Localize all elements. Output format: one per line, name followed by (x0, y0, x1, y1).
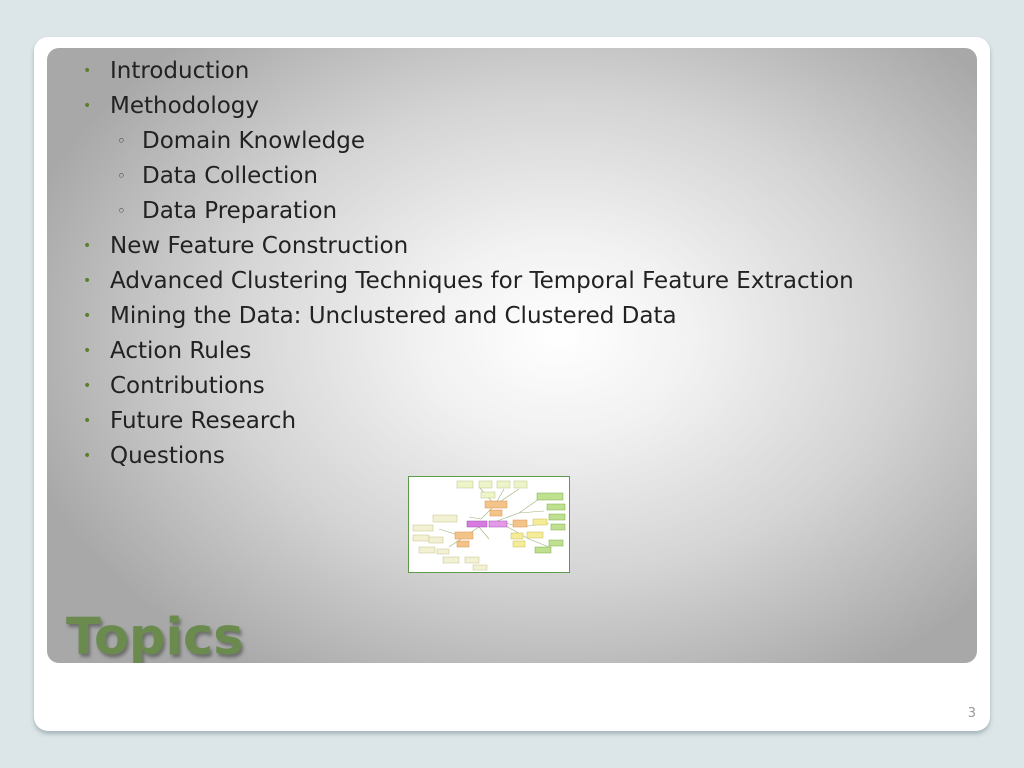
list-item: ◦ Domain Knowledge (47, 124, 854, 159)
sub-bullet-icon: ◦ (117, 132, 126, 150)
sub-bullet-icon: ◦ (117, 202, 126, 220)
topic-list: • Introduction • Methodology ◦ Domain Knowl… (47, 54, 854, 474)
page-number: 3 (967, 706, 976, 721)
list-item-label: Data Collection (142, 163, 318, 189)
list-item-label: Advanced Clustering Techniques for Tempo… (110, 268, 854, 294)
list-item-label: Action Rules (110, 338, 252, 364)
bullet-icon: • (83, 63, 92, 79)
list-item-label: Methodology (110, 93, 260, 119)
list-item: • Action Rules (47, 334, 854, 369)
list-item: • Questions (47, 439, 854, 474)
bullet-icon: • (83, 448, 92, 464)
sub-bullet-icon: ◦ (117, 167, 126, 185)
list-item-label: Domain Knowledge (142, 128, 365, 154)
bullet-icon: • (83, 378, 92, 394)
bullet-icon: • (83, 273, 92, 289)
list-item-label: Introduction (110, 58, 250, 84)
list-item: ◦ Data Collection (47, 159, 854, 194)
bullet-icon: • (83, 413, 92, 429)
mind-map-graphic (412, 480, 566, 571)
list-item-label: Mining the Data: Unclustered and Cluster… (110, 303, 677, 329)
list-item: ◦ Data Preparation (47, 194, 854, 229)
list-item-label: Questions (110, 443, 225, 469)
list-item-label: Future Research (110, 408, 297, 434)
bullet-icon: • (83, 238, 92, 254)
bullet-icon: • (83, 308, 92, 324)
list-item: • Mining the Data: Unclustered and Cluste… (47, 299, 854, 334)
bullet-icon: • (83, 343, 92, 359)
slide-title: Topics (66, 608, 244, 663)
list-item: • Advanced Clustering Techniques for Temp… (47, 264, 854, 299)
list-item: • Contributions (47, 369, 854, 404)
slide: • Introduction • Methodology ◦ Domain Knowl… (34, 37, 990, 731)
list-item-label: Contributions (110, 373, 265, 399)
list-item: • Methodology (47, 89, 854, 124)
list-item: • Introduction (47, 54, 854, 89)
list-item: • New Feature Construction (47, 229, 854, 264)
list-item: • Future Research (47, 404, 854, 439)
mind-map-diagram (408, 476, 570, 573)
content-panel: • Introduction • Methodology ◦ Domain Knowl… (47, 48, 977, 663)
list-item-label: Data Preparation (142, 198, 338, 224)
list-item-label: New Feature Construction (110, 233, 409, 259)
bullet-icon: • (83, 98, 92, 114)
